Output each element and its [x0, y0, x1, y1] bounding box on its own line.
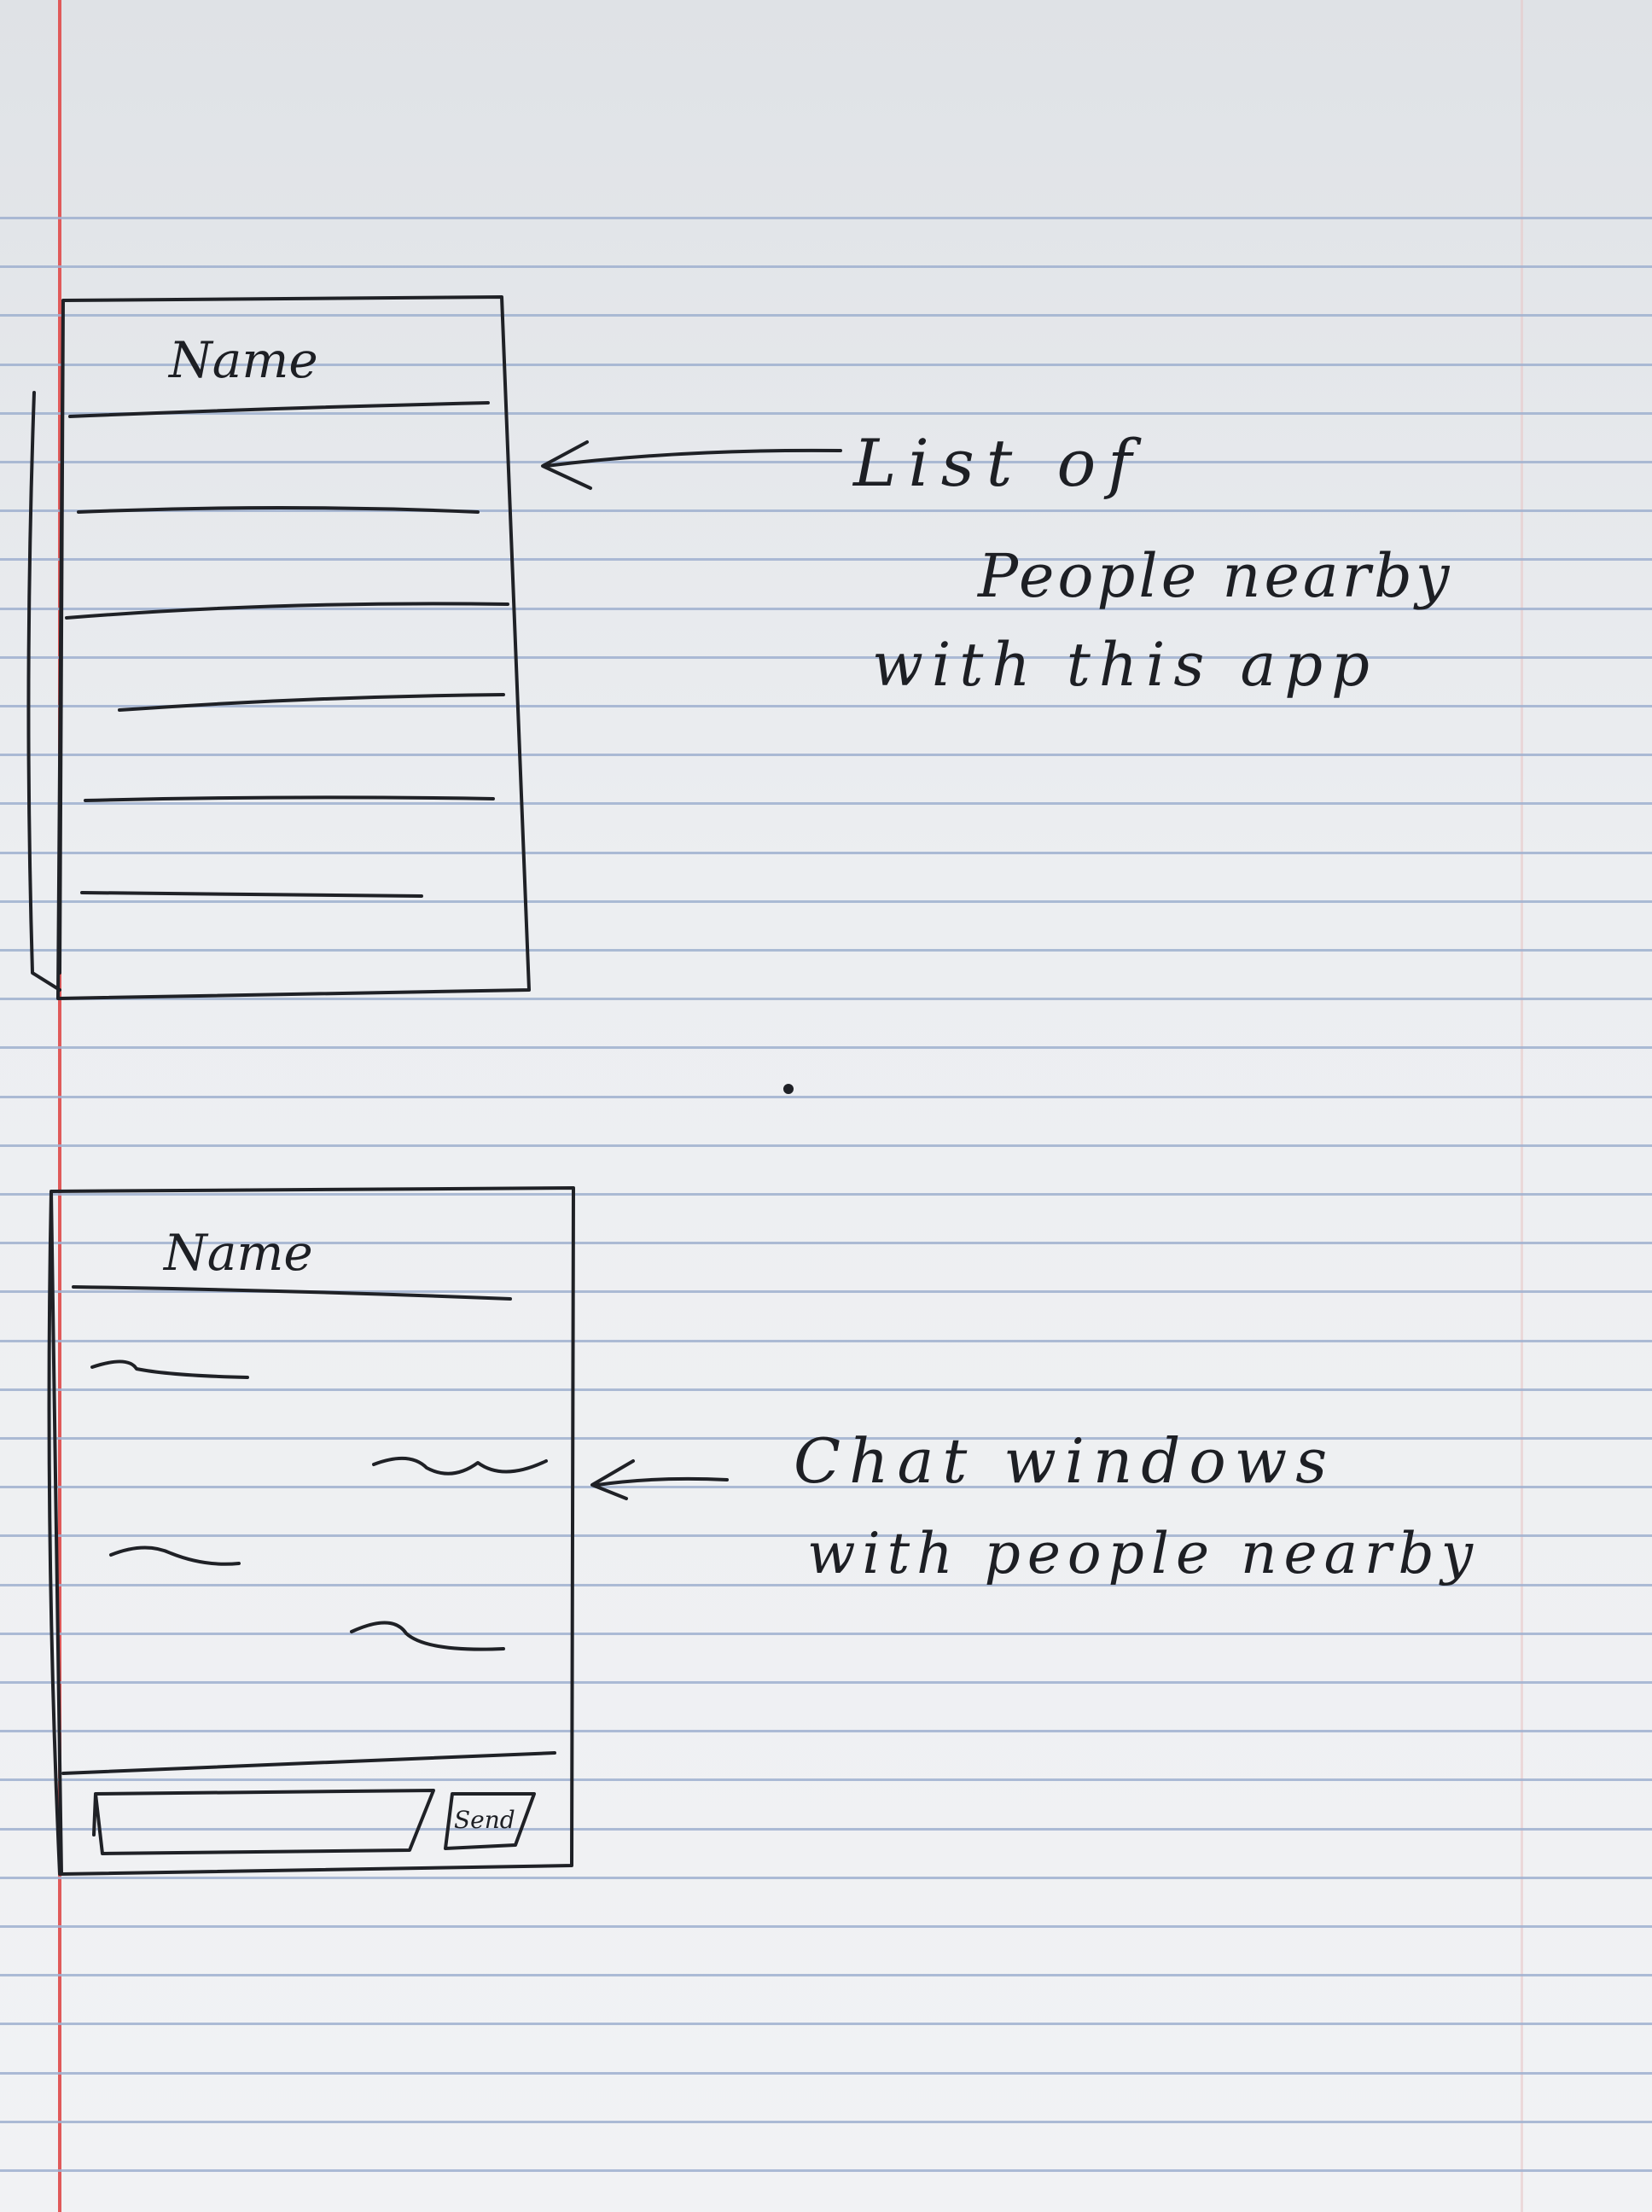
- ruled-line: [0, 900, 1652, 903]
- list-annotation-line-2: People nearby: [978, 541, 1453, 611]
- red-margin-line: [58, 0, 61, 2212]
- ruled-line: [0, 1144, 1652, 1147]
- ruled-line: [0, 1096, 1652, 1098]
- ruled-line: [0, 461, 1652, 463]
- ruled-line: [0, 1046, 1652, 1049]
- ruled-line: [0, 852, 1652, 854]
- ruled-line: [0, 2023, 1652, 2025]
- list-arrow: [541, 440, 842, 490]
- ruled-line: [0, 754, 1652, 756]
- ruled-line: [0, 802, 1652, 805]
- ruled-line: [0, 1877, 1652, 1879]
- chat-message-squiggle: [109, 1545, 241, 1566]
- ruled-line: [0, 656, 1652, 659]
- chat-message-squiggle: [90, 1359, 249, 1379]
- ruled-line: [0, 1534, 1652, 1537]
- ruled-line: [0, 1681, 1652, 1684]
- pen-dot: [783, 1084, 794, 1094]
- list-header-name: Name: [169, 331, 318, 389]
- chat-arrow: [590, 1459, 729, 1500]
- chat-send-label: Send: [454, 1806, 515, 1834]
- ruled-line: [0, 1340, 1652, 1342]
- ruled-line: [0, 2121, 1652, 2123]
- list-row-divider: [84, 795, 495, 802]
- ruled-line: [0, 1974, 1652, 1976]
- list-annotation-line-1: List of: [853, 425, 1144, 501]
- ruled-line: [0, 1437, 1652, 1440]
- ruled-line: [0, 608, 1652, 610]
- ruled-line: [0, 1778, 1652, 1781]
- list-frame: [26, 295, 531, 1000]
- chat-message-squiggle: [372, 1456, 548, 1476]
- ruled-line: [0, 1486, 1652, 1488]
- list-row-divider: [80, 891, 423, 898]
- chat-annotation-line-2: with people nearby: [807, 1521, 1480, 1586]
- chat-annotation-line-1: Chat windows: [794, 1425, 1336, 1497]
- chat-message-squiggle: [350, 1621, 505, 1651]
- ruled-line: [0, 364, 1652, 366]
- list-wireframe: [26, 295, 842, 1000]
- ruled-line: [0, 558, 1652, 561]
- list-row-divider: [65, 602, 509, 620]
- chat-header-divider: [72, 1285, 512, 1301]
- chat-send-button: [444, 1792, 536, 1850]
- chat-text-input: [92, 1789, 435, 1855]
- ruled-line: [0, 1828, 1652, 1831]
- chat-frame: [47, 1186, 575, 1876]
- list-row-divider: [118, 693, 505, 712]
- ruled-line: [0, 1193, 1652, 1196]
- ruled-line: [0, 2169, 1652, 2172]
- chat-header-name: Name: [164, 1224, 313, 1282]
- ruled-line: [0, 1925, 1652, 1928]
- ruled-line: [0, 509, 1652, 512]
- faint-margin-line: [1521, 0, 1523, 2212]
- ruled-line: [0, 2072, 1652, 2075]
- ruled-line: [0, 217, 1652, 219]
- ruled-line: [0, 949, 1652, 952]
- ruled-line: [0, 1242, 1652, 1244]
- ruled-line: [0, 1584, 1652, 1586]
- ruled-line: [0, 1633, 1652, 1635]
- ruled-line: [0, 1290, 1652, 1293]
- ruled-line: [0, 314, 1652, 317]
- list-row-divider: [77, 506, 480, 514]
- ruled-line: [0, 705, 1652, 707]
- ruled-line: [0, 265, 1652, 268]
- ruled-line: [0, 412, 1652, 415]
- chat-input-divider: [61, 1751, 556, 1775]
- ruled-line: [0, 1388, 1652, 1391]
- ruled-line: [0, 998, 1652, 1000]
- chat-wireframe: [47, 1186, 729, 1876]
- list-annotation-line-3: with this app: [872, 630, 1378, 700]
- ruled-line: [0, 1730, 1652, 1732]
- list-header-divider: [68, 401, 490, 418]
